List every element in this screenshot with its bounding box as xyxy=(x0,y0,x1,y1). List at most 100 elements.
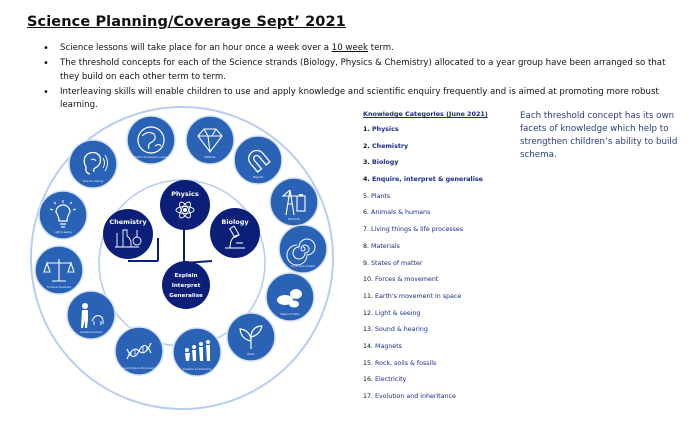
icon-glyph xyxy=(137,126,165,154)
icon-glyph xyxy=(83,151,108,175)
icon-caption: Materials xyxy=(205,156,217,159)
icon-badge xyxy=(185,115,235,165)
centre-label-line: Explain xyxy=(174,273,197,279)
category-number: 15. xyxy=(363,359,374,367)
bullet-item: •Science lessons will take place for an … xyxy=(43,43,394,54)
category-text: Forces & movement xyxy=(375,276,439,284)
category-number: 7. xyxy=(363,226,370,234)
icon-glyph xyxy=(197,128,223,153)
physics-node: Physics xyxy=(160,180,210,230)
bullet-item: •Interleaving skills will enable childre… xyxy=(43,86,659,111)
knowledge-category-item: 3. Biology xyxy=(363,158,513,175)
category-text: Rock, soils & fossils xyxy=(375,359,437,367)
knowledge-category-item: 6. Animals & humans xyxy=(363,208,513,225)
knowledge-category-item: 8. Materials xyxy=(363,242,513,259)
icon-caption: Living things & life processes xyxy=(122,367,158,370)
rocks-icon: States of matter xyxy=(265,272,315,322)
category-text: Living things & life processes xyxy=(371,226,464,234)
category-number: 13. xyxy=(363,326,374,334)
knowledge-category-item: 15. Rock, soils & fossils xyxy=(363,359,513,376)
category-number: 14. xyxy=(363,342,374,350)
explain-interpret-generalise-node: Explain Interpret Generalise xyxy=(162,261,210,309)
icon-caption: Animals & humans xyxy=(80,331,103,334)
category-number: 12. xyxy=(363,309,374,317)
knowledge-category-item: 4. Enquire, interpret & generalise xyxy=(363,175,513,192)
icon-badge xyxy=(38,190,88,240)
knowledge-category-item: 5. Plants xyxy=(363,192,513,209)
category-number: 1. xyxy=(363,126,370,133)
icon-badge xyxy=(126,115,176,165)
bullet-dot: • xyxy=(43,58,49,69)
bullet-dot: • xyxy=(43,86,49,98)
fossil-icon: Rock, soils & fossils xyxy=(278,224,328,274)
category-text: Biology xyxy=(371,159,399,167)
centre-label-line: Interpret xyxy=(172,283,201,289)
magnet-icon: Magnets xyxy=(233,135,283,185)
category-text: Electricity xyxy=(375,376,407,384)
knowledge-category-item: 14. Magnets xyxy=(363,342,513,359)
lightbulb-icon: Light & seeing xyxy=(38,190,88,240)
icon-glyph xyxy=(277,289,302,308)
icon-glyph xyxy=(43,259,75,282)
icon-glyph xyxy=(81,303,104,328)
category-text: Materials xyxy=(371,242,400,250)
category-number: 2. xyxy=(363,142,370,150)
plant-icon: Plants xyxy=(226,312,276,362)
category-text: Sound & hearing xyxy=(375,326,428,334)
category-number: 8. xyxy=(363,242,370,250)
microscope-icon xyxy=(225,225,245,249)
bullet-dot: • xyxy=(43,43,49,54)
knowledge-category-item: 1. Physics xyxy=(363,125,513,142)
knowledge-categories: Knowledge Categories (June 2021) 1. Phys… xyxy=(363,110,513,409)
icon-glyph xyxy=(126,342,152,360)
category-text: Physics xyxy=(371,126,399,133)
icon-caption: Sound & hearing xyxy=(83,180,104,183)
category-number: 3. xyxy=(363,159,370,167)
scales-icon: Forces & movement xyxy=(34,245,84,295)
chemistry-node: Chemistry xyxy=(103,209,153,259)
bullet-item: •The threshold concepts for each of the … xyxy=(43,58,666,82)
icon-glyph xyxy=(281,189,306,216)
threshold-concept-note: Each threshold concept has its own facet… xyxy=(520,111,678,160)
icon-glyph xyxy=(49,200,77,228)
icon-caption: Plants xyxy=(247,353,255,356)
intro-bullets: •Science lessons will take place for an … xyxy=(43,42,678,114)
icon-caption: Rock, soils & fossils xyxy=(291,265,315,268)
knowledge-category-item: 2. Chemistry xyxy=(363,142,513,159)
icon-glyph xyxy=(185,340,210,361)
icon-badge xyxy=(172,327,222,377)
ear-icon: Sound & hearing xyxy=(68,139,118,189)
category-number: 10. xyxy=(363,276,374,284)
evolution-icon: Evolution & inheritance xyxy=(172,327,222,377)
knowledge-categories-title: Knowledge Categories (June 2021) xyxy=(363,110,488,118)
category-text: Animals & humans xyxy=(371,209,431,217)
icon-badge xyxy=(68,139,118,189)
knowledge-category-item: 10. Forces & movement xyxy=(363,275,513,292)
icon-glyph xyxy=(286,238,316,266)
icon-glyph xyxy=(248,149,271,173)
diamond-icon: Materials xyxy=(185,115,235,165)
category-number: 6. xyxy=(363,209,370,217)
icon-badge xyxy=(233,135,283,185)
icon-caption: Evolution & inheritance xyxy=(183,368,212,371)
chemistry-label: Chemistry xyxy=(109,218,147,226)
biology-node: Biology xyxy=(210,208,260,258)
category-number: 11. xyxy=(363,292,374,300)
icon-caption: Forces & movement xyxy=(47,286,71,289)
category-text: Plants xyxy=(371,192,391,200)
category-number: 17. xyxy=(363,393,374,400)
centre-label-line: Generalise xyxy=(169,293,203,299)
category-number: 5. xyxy=(363,192,370,200)
knowledge-category-item: 17. Evolution and inheritance xyxy=(363,392,513,409)
category-number: 4. xyxy=(363,176,370,184)
knowledge-category-item: 7. Living things & life processes xyxy=(363,225,513,242)
atom-icon xyxy=(175,201,195,219)
page-title: Science Planning/Coverage Sept’ 2021 xyxy=(27,14,346,30)
underlined-term: 10 week xyxy=(331,43,368,53)
physics-label: Physics xyxy=(171,190,199,198)
earth-icon: Earth's movement in space xyxy=(126,115,176,165)
knowledge-category-item: 12. Light & seeing xyxy=(363,309,513,326)
category-text: Enquire, interpret & generalise xyxy=(371,176,483,184)
